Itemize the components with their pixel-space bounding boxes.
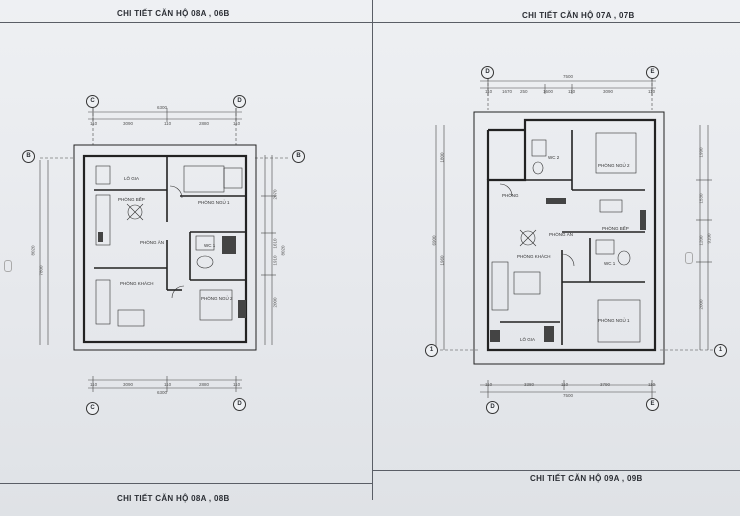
title-top-left: CHI TIẾT CĂN HỘ 08A , 06B — [117, 9, 230, 18]
room-label-bedroom2: PHÒNG NGỦ 2 — [201, 296, 233, 301]
axis-marker: 1 — [425, 344, 438, 357]
dim-right: 2000 — [698, 299, 704, 310]
axis-marker: B — [292, 150, 305, 163]
dim-total-top: 6300 — [157, 105, 168, 110]
room-label-wc2: WC 2 — [548, 155, 560, 160]
room-label-living: PHÒNG KHÁCH — [517, 254, 551, 259]
room-label-bedroom1: PHÒNG NGỦ 1 — [198, 200, 230, 205]
dim-left: 1800 — [439, 152, 445, 163]
dim-right: 1200 — [698, 235, 704, 246]
axis-marker: C — [86, 402, 99, 415]
dim-left: 6900 — [431, 235, 437, 246]
binder-pin — [685, 252, 693, 264]
axis-marker: D — [481, 66, 494, 79]
dim-total-bottom: 6300 — [157, 390, 168, 395]
floor-plan-left — [39, 108, 290, 392]
frame-top-line — [0, 22, 740, 23]
room-label-wc1: WC 1 — [604, 261, 616, 266]
axis-marker: E — [646, 66, 659, 79]
dim-bottom: 3380 — [524, 382, 535, 387]
frame-bottom-line-right — [372, 470, 740, 471]
dim-right: 1530 — [698, 193, 704, 204]
dim-top: 110 — [648, 89, 656, 94]
dim-bottom: 110 — [648, 382, 656, 387]
room-label-kitchen: PHÒNG BẾP — [118, 197, 145, 202]
room-label-balcony: LÔ GIA — [520, 337, 536, 342]
dim-bottom: 3790 — [600, 382, 611, 387]
room-label-bedroom2: PHÒNG NGỦ 2 — [598, 163, 630, 168]
axis-marker: 1 — [714, 344, 727, 357]
title-bottom-left: CHI TIẾT CĂN HỘ 08A , 08B — [117, 494, 230, 503]
dim-bottom: 110 — [561, 382, 569, 387]
room-label-kitchen: PHÒNG BẾP — [602, 226, 629, 231]
dim-total-bottom: 7500 — [563, 393, 574, 398]
axis-marker: B — [22, 150, 35, 163]
dim-top: 250 — [520, 89, 528, 94]
dim-bottom: 110 — [90, 382, 98, 387]
dim-top: 110 — [233, 121, 241, 126]
dim-top: 110 — [485, 89, 493, 94]
dim-top: 3090 — [123, 121, 134, 126]
dim-bottom: 110 — [164, 382, 172, 387]
dim-top: 110 — [90, 121, 98, 126]
room-label-wc1: WC 1 — [204, 243, 216, 248]
dim-left: 1960 — [439, 255, 445, 266]
room-label-living: PHÒNG KHÁCH — [120, 281, 154, 286]
dim-top: 2880 — [199, 121, 210, 126]
dim-right: 9100 — [706, 233, 712, 244]
dim-bottom: 110 — [485, 382, 493, 387]
room-label-balcony: LÔ GIA — [124, 176, 140, 181]
frame-divider-vertical — [372, 0, 373, 500]
frame-bottom-line-left — [0, 483, 372, 484]
dim-top: 110 — [568, 89, 576, 94]
room-label-dining: PHÒNG ĂN — [549, 232, 574, 237]
dim-top: 1670 — [502, 89, 513, 94]
room-label-hall: PHÒNG — [502, 193, 519, 198]
binder-pin — [4, 260, 12, 272]
axis-marker: D — [233, 398, 246, 411]
axis-marker: D — [486, 401, 499, 414]
dim-top: 1600 — [543, 89, 554, 94]
dim-total-top: 7500 — [563, 74, 574, 79]
dim-bottom: 3090 — [123, 382, 134, 387]
axis-marker: D — [233, 95, 246, 108]
axis-marker: E — [646, 398, 659, 411]
room-label-dining: PHÒNG ĂN — [140, 240, 165, 245]
dim-bottom: 2880 — [199, 382, 210, 387]
dim-bottom: 110 — [233, 382, 241, 387]
floor-plan-right — [430, 76, 715, 398]
axis-marker: C — [86, 95, 99, 108]
dim-right: 1990 — [698, 147, 704, 158]
dim-top: 3090 — [603, 89, 614, 94]
title-bottom-right: CHI TIẾT CĂN HỘ 09A , 09B — [530, 474, 643, 483]
dim-top: 110 — [164, 121, 172, 126]
room-label-bedroom1: PHÒNG NGỦ 1 — [598, 318, 630, 323]
title-top-right: CHI TIẾT CĂN HỘ 07A , 07B — [522, 11, 635, 20]
